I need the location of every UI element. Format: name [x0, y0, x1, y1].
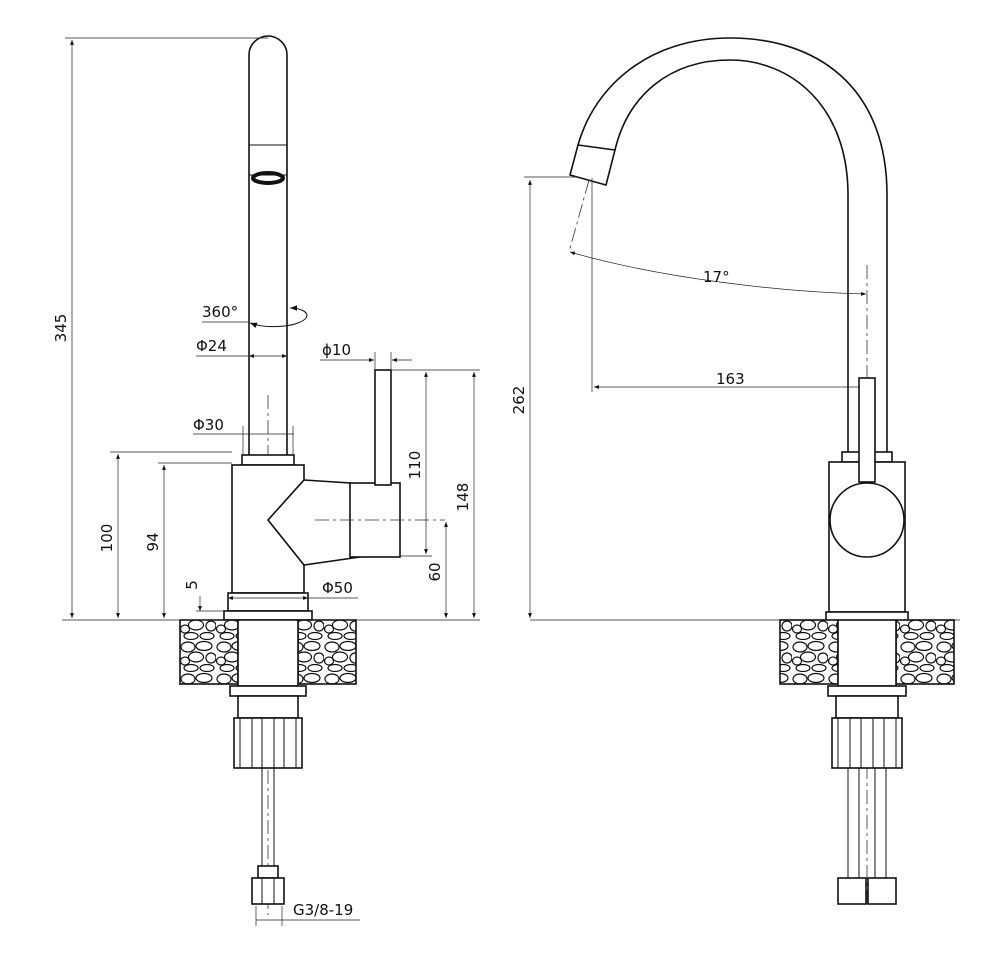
- collar: [241, 454, 295, 466]
- side-view: 345 100 94 5 360° Φ24 ϕ10 Φ30: [52, 35, 480, 926]
- front-hose-right: [874, 767, 887, 879]
- spout-outer: [577, 37, 888, 455]
- front-hose-nut-right: [867, 877, 897, 905]
- front-mounting-nut: [831, 717, 903, 769]
- dim-262-label: 262: [510, 386, 528, 415]
- rotation-arrow: [249, 305, 308, 328]
- spout-inner: [614, 59, 849, 455]
- nut-rib-3: [283, 717, 297, 769]
- front-view: 17° 163 262: [510, 37, 960, 905]
- countertop-right: [297, 619, 357, 685]
- aerator-band: [248, 144, 288, 176]
- mounting-nut: [233, 717, 303, 769]
- reach-label: 163: [716, 370, 745, 388]
- dim-345-label: 345: [52, 314, 70, 343]
- rotation-label: 360°: [202, 303, 238, 321]
- spout-diameter-label: Φ24: [196, 337, 227, 355]
- countertop-left: [179, 619, 239, 685]
- base-diameter-label: Φ50: [322, 579, 353, 597]
- front-washer: [827, 685, 907, 697]
- front-hose-left: [847, 767, 860, 879]
- washer: [229, 685, 307, 697]
- front-lever: [858, 377, 876, 483]
- connection-label: G3/8-19: [293, 901, 353, 919]
- base-plate: [227, 592, 309, 612]
- nut-top: [237, 695, 299, 719]
- front-countertop-left: [779, 619, 839, 685]
- front-shank: [837, 619, 897, 687]
- spout-outlet: [569, 144, 616, 186]
- angle-label: 17°: [703, 268, 730, 286]
- dim-5-label: 5: [183, 580, 201, 590]
- dim-94-label: 94: [144, 532, 162, 551]
- lever-disc: [829, 482, 905, 558]
- front-countertop-right: [895, 619, 955, 685]
- outlet-axis: [568, 179, 590, 253]
- dim-60-label: 60: [426, 562, 444, 581]
- aerator-ring: [251, 171, 285, 185]
- dim-148-label: 148: [454, 483, 472, 512]
- front-nut-rib-3: [883, 717, 897, 769]
- hub-edge-lower: [267, 519, 305, 566]
- lever-handle: [374, 369, 392, 486]
- collar-diameter-label: Φ30: [193, 416, 224, 434]
- front-nut-rib-1: [837, 717, 851, 769]
- nut-rib-1: [239, 717, 253, 769]
- shank: [237, 619, 299, 687]
- dim-100-label: 100: [98, 524, 116, 553]
- dim-110-label: 110: [406, 451, 424, 480]
- front-nut-rib-2: [860, 717, 874, 769]
- hose-ferrule: [257, 865, 279, 879]
- hose-nut: [251, 877, 285, 905]
- angle-arc: [569, 251, 867, 296]
- base-flange: [223, 610, 313, 621]
- front-hose-nut-left: [837, 877, 867, 905]
- front-nut-top: [835, 695, 899, 719]
- spout-tube: [248, 35, 288, 455]
- handle-diameter-label: ϕ10: [322, 341, 351, 359]
- hub-edge: [267, 479, 305, 521]
